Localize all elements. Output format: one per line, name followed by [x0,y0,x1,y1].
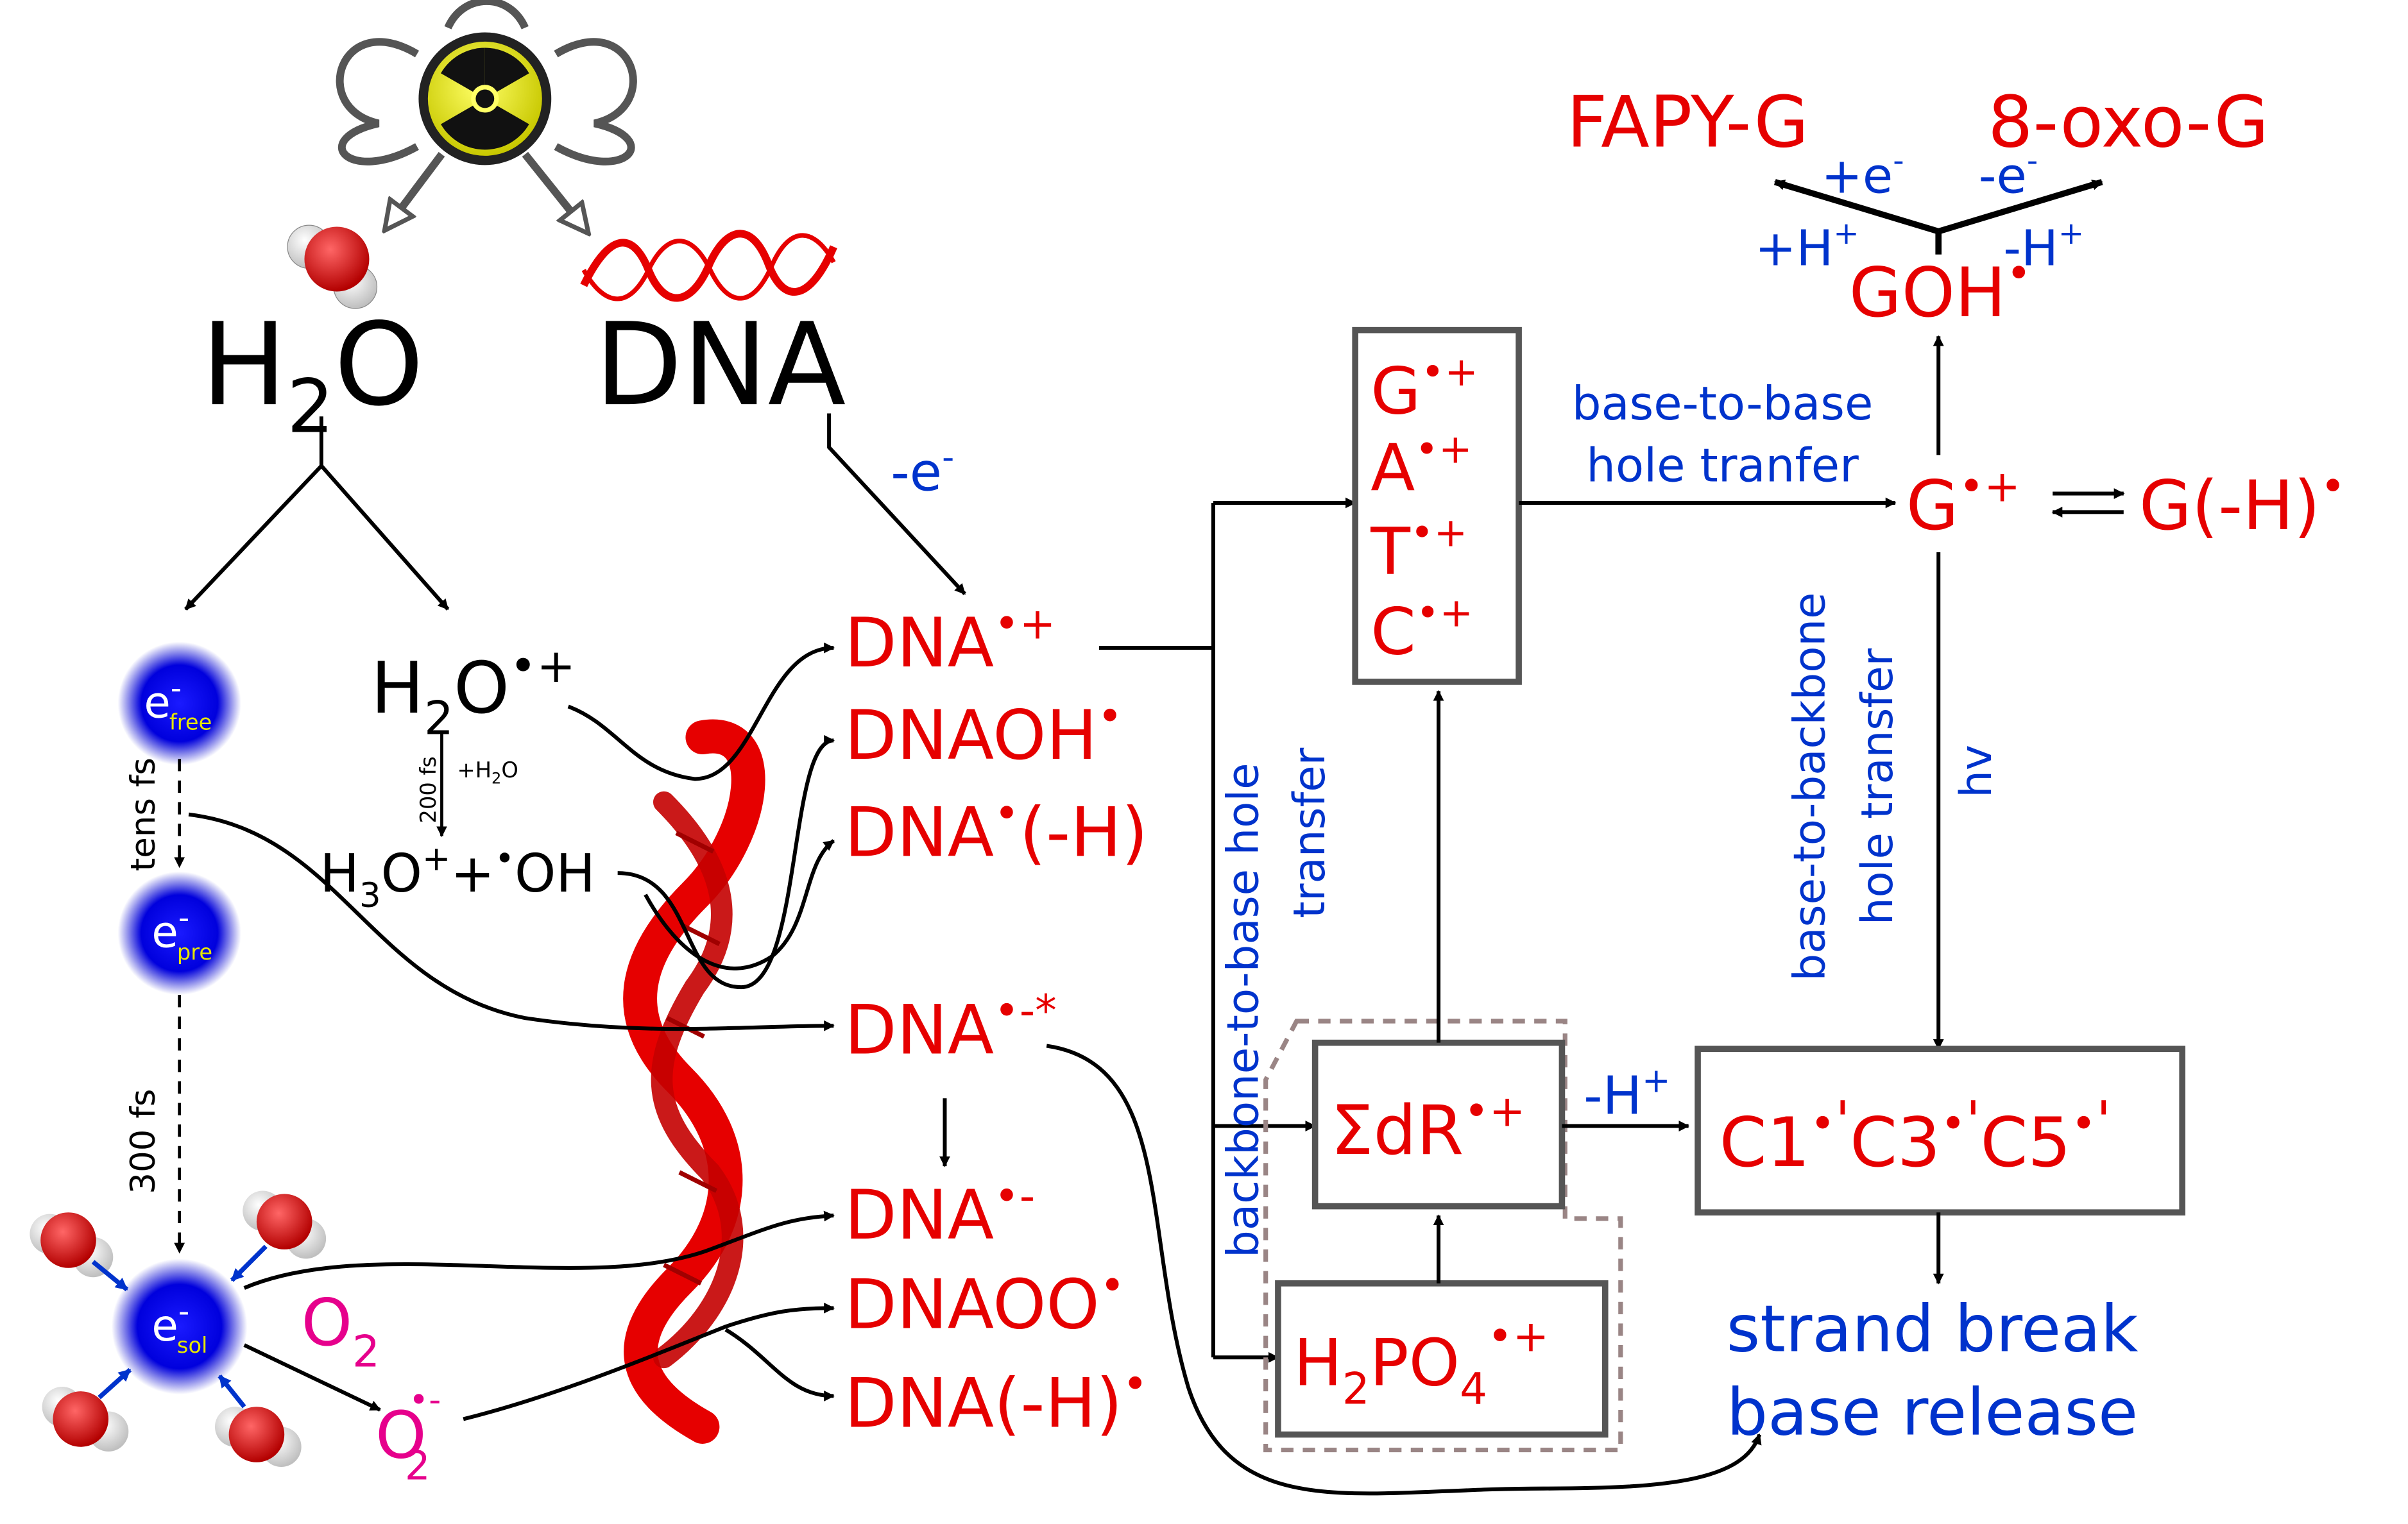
dna-peroxyl: DNAOO• [844,1260,1125,1344]
strand-break-label: strand break [1727,1291,2139,1367]
plus-water-label: +H2O [457,758,518,788]
guanine-radical-cation: G•+ [1906,462,2020,545]
dna-deprotonated-2: DNA(-H)• [844,1359,1148,1443]
minus-e-right-label: -e- [1979,143,2038,205]
guanine-cation: G•+ [1371,348,1478,428]
phosphate-box [1275,1280,1609,1438]
oxo-g-label: 8-oxo-G [1988,81,2269,164]
base-to-base-label-1: base-to-base [1572,377,1874,431]
water-label: H2O [201,298,423,450]
water-molecule-icon [287,224,378,309]
fapy-g-label: FAPY-G [1567,81,1809,164]
phosphate-radical-cation: H2PO4•+ [1294,1312,1549,1414]
hv-label: hv [1951,745,2001,798]
plus-h-label: +H+ [1755,216,1859,278]
svg-text:e-free: e-free [144,670,212,734]
superoxide-to-deprot-arrow [724,1328,835,1401]
superoxide-label: O2•- [375,1380,441,1489]
c-radicals-label: C1•'C3•'C5•' [1720,1090,2111,1182]
electron-pre: e-pre [117,871,241,995]
oxygen-label: O2 [302,1285,380,1377]
minus-h-label: -H+ [1584,1062,1670,1127]
svg-text:e-pre: e-pre [151,901,212,965]
minus-e-label: -e- [891,438,954,504]
cation-to-dna-cation-arrow [567,642,835,781]
dna-excited-anion: DNA•-* [844,986,1057,1069]
guanine-deprotonated: G(-H)• [2139,462,2346,545]
dna-label: DNA [595,298,846,431]
sugar-radical-cation: ΣdR•+ [1331,1087,1526,1170]
superoxide-to-peroxyl-arrow [463,1302,835,1421]
backbone-to-base-label-1: backbone-to-base hole [1218,763,1268,1258]
base-to-backbone-label-2: hole transfer [1852,648,1902,926]
water-to-efree-arrow [184,464,323,611]
bases-box [1352,326,1522,685]
300fs-label: 300 fs [124,1089,163,1194]
excited-anion-to-strand-break-arrow [1046,1044,1762,1496]
plus-e-label: +e- [1821,143,1904,205]
water-molecule-icon [243,1190,327,1259]
esol-to-anion-arrow [243,1210,835,1290]
dna-anion: DNA•- [844,1171,1035,1255]
electron-sol: e-sol [111,1258,248,1394]
base-to-backbone-label-1: base-to-backbone [1784,592,1834,981]
oh-to-adduct-arrow [617,734,835,990]
goh-to-oxo-arrow [1937,179,2103,235]
200fs-label: 200 fs [416,756,441,823]
electron-free: e-free [117,641,241,765]
base-release-label: base release [1727,1375,2138,1450]
adenine-cation: A•+ [1371,425,1472,505]
cytosine-cation: C•+ [1371,589,1473,669]
water-cation-label: H2O•+ [371,639,576,746]
dna-cation: DNA•+ [844,599,1055,682]
radiation-hazard-icon [336,0,637,165]
water-molecule-icon [30,1212,114,1278]
esol-to-superoxide-arrow [243,1343,381,1412]
water-molecule-icon [214,1407,302,1468]
backbone-to-base-label-2: transfer [1285,747,1335,918]
water-molecule-icon [42,1386,129,1452]
water-to-cation-arrow [320,464,450,611]
efree-to-excited-anion-arrow [188,812,835,1031]
minus-h-right-label: -H+ [2003,216,2084,278]
radiation-to-dna-arrow [522,151,586,231]
radiation-to-water-arrow [386,151,445,228]
dna-helix-icon [623,719,765,1444]
dna-deprotonated: DNA•(-H) [844,788,1148,872]
svg-text:e-sol: e-sol [151,1294,207,1358]
equilibrium-arrows [2051,488,2125,518]
tens-fs-label: tens fs [124,758,163,871]
base-to-base-label-2: hole tranfer [1586,439,1859,493]
backbone-dashed-region [1263,1019,1623,1453]
thymine-cation: T•+ [1370,509,1467,589]
dna-ionization-arrow [827,413,966,595]
hydronium-hydroxyl-label: H3O++•OH [320,839,595,915]
goh-to-fapy-arrow [1773,179,1940,235]
oh-to-deprot-arrow [644,839,835,970]
goh-radical: GOH• [1849,249,2032,332]
dna-helix-small-icon [580,230,837,302]
dna-oh-adduct: DNAOH• [844,691,1123,775]
